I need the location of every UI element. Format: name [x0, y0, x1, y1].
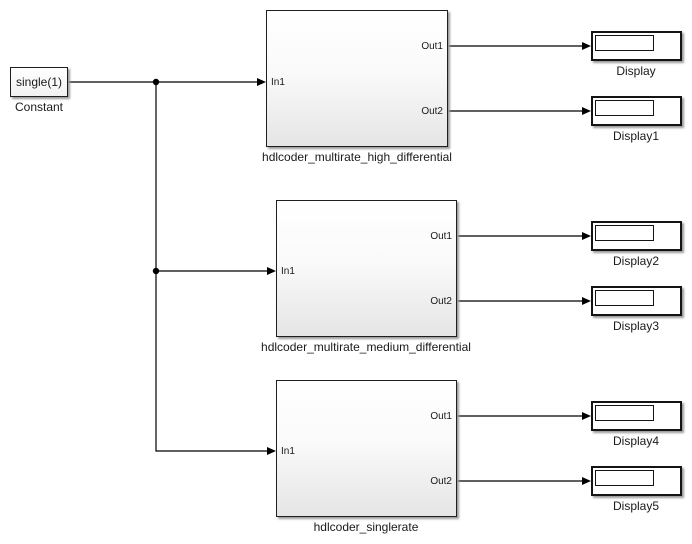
arrowhead-display1 — [582, 107, 591, 115]
port-out1: Out1 — [430, 411, 452, 422]
constant-value: single(1) — [15, 75, 63, 89]
port-out2: Out2 — [430, 476, 452, 487]
subsystem-singlerate[interactable]: In1 Out1 Out2 — [276, 380, 457, 517]
arrowhead-display4 — [582, 412, 591, 420]
port-in1: In1 — [281, 266, 295, 277]
display-block[interactable] — [591, 31, 682, 61]
arrowhead-display0 — [582, 42, 591, 50]
arrowhead-display3 — [582, 297, 591, 305]
port-out1: Out1 — [421, 41, 443, 52]
signal-line-trunk[interactable] — [155, 82, 268, 452]
display-value-box — [595, 405, 654, 421]
display4-label: Display4 — [612, 434, 660, 448]
constant-block[interactable]: single(1) — [10, 67, 68, 97]
subsystem-multirate-high[interactable]: In1 Out1 Out2 — [266, 10, 448, 147]
arrowhead-subsys3-in — [267, 447, 276, 455]
arrowhead-subsys2-in — [267, 267, 276, 275]
subsystem-multirate-medium[interactable]: In1 Out1 Out2 — [276, 200, 457, 337]
arrowhead-display2 — [582, 232, 591, 240]
display-value-box — [595, 470, 654, 486]
display5-block[interactable] — [591, 466, 682, 496]
display2-block[interactable] — [591, 221, 682, 251]
display-label: Display — [616, 64, 656, 78]
display3-label: Display3 — [612, 319, 660, 333]
port-out1: Out1 — [430, 231, 452, 242]
display3-block[interactable] — [591, 286, 682, 316]
port-in1: In1 — [271, 77, 285, 88]
arrowhead-display5 — [582, 477, 591, 485]
display-value-box — [595, 290, 654, 306]
display5-label: Display5 — [612, 499, 660, 513]
display-value-box — [595, 100, 654, 116]
port-out2: Out2 — [421, 106, 443, 117]
subsystem-multirate-medium-label: hdlcoder_multirate_medium_differential — [261, 340, 471, 354]
arrowhead-subsys1-in — [257, 78, 266, 86]
display1-label: Display1 — [612, 129, 660, 143]
display-value-box — [595, 225, 654, 241]
branch-dot-mid — [152, 267, 160, 275]
port-in1: In1 — [281, 446, 295, 457]
branch-dot-top — [152, 78, 160, 86]
display-value-box — [595, 35, 654, 51]
display4-block[interactable] — [591, 401, 682, 431]
constant-label: Constant — [14, 100, 64, 114]
display2-label: Display2 — [612, 254, 660, 268]
port-out2: Out2 — [430, 296, 452, 307]
subsystem-singlerate-label: hdlcoder_singlerate — [313, 520, 419, 534]
subsystem-multirate-high-label: hdlcoder_multirate_high_differential — [262, 150, 452, 164]
display1-block[interactable] — [591, 96, 682, 126]
